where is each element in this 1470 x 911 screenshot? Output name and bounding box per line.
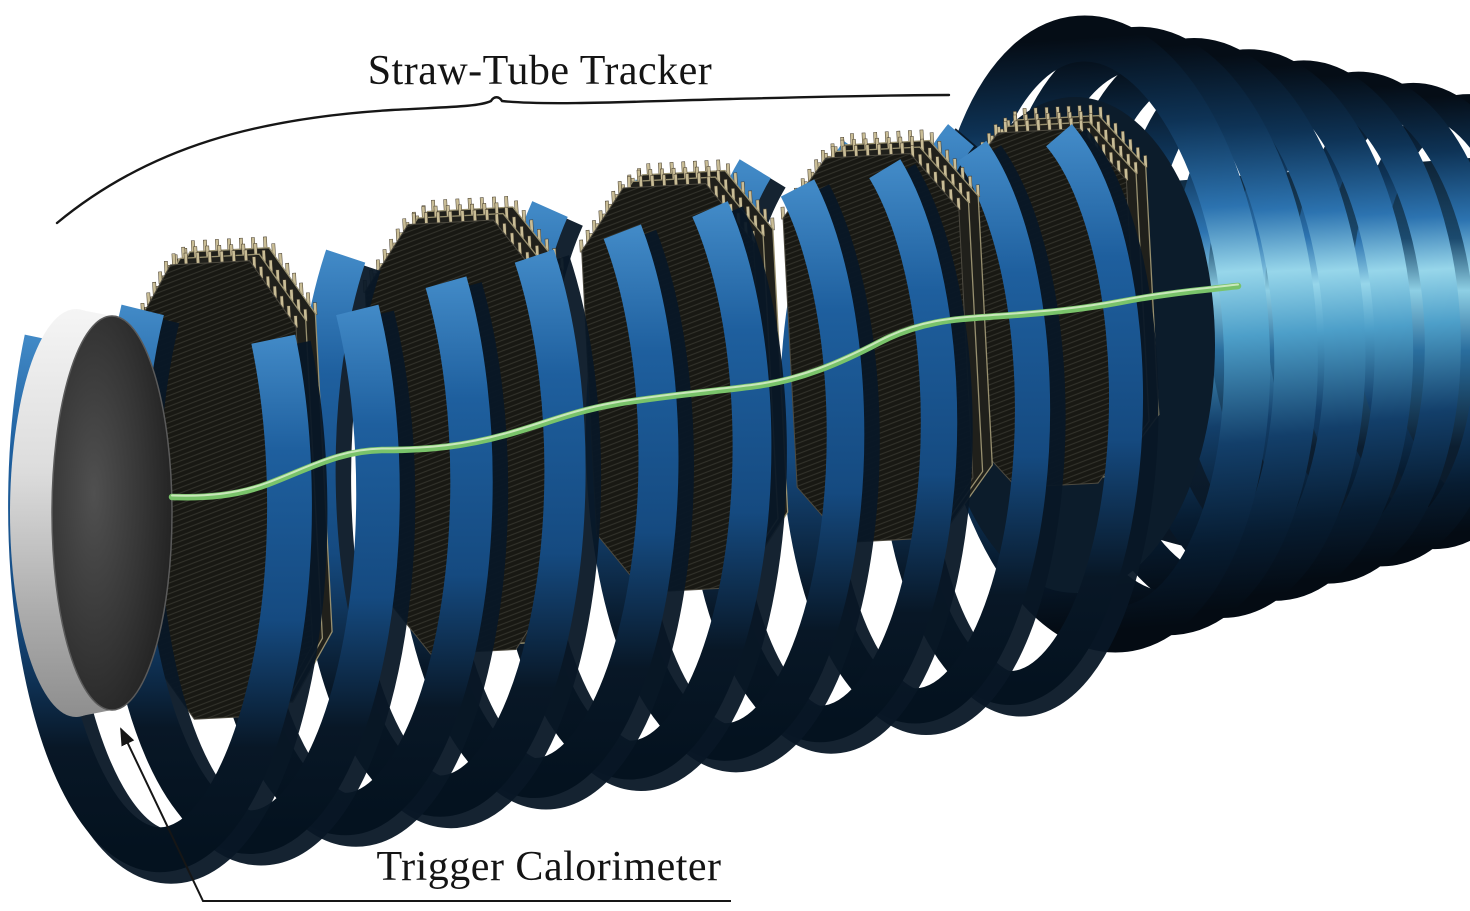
straw-tube-tracker-label: Straw-Tube Tracker (368, 48, 713, 94)
trigger-calorimeter-label: Trigger Calorimeter (376, 844, 721, 890)
tracker-structure (8, 97, 1215, 884)
calorimeter-face (51, 315, 173, 711)
annotations: Straw-Tube Tracker Trigger Calorimeter (55, 48, 951, 902)
track-highlight (171, 283, 1239, 497)
tracker-brace (55, 93, 951, 225)
trigger-calorimeter-cylinder (10, 309, 173, 717)
track-line (168, 282, 1242, 501)
calorimeter-leader-line (120, 727, 731, 902)
particle-track (168, 282, 1242, 501)
